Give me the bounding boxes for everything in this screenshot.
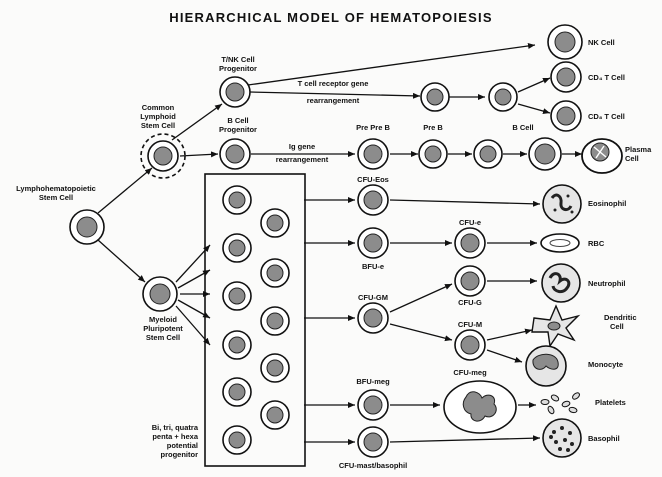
t-cell-stage-1 xyxy=(421,83,449,111)
platelets xyxy=(541,392,581,415)
arrow-cfugm-to-cfum xyxy=(390,324,452,340)
arrow-cfumast-to-basophil xyxy=(390,438,540,442)
nk-cell xyxy=(548,25,582,59)
box-cell xyxy=(223,186,251,214)
cfu-m-cell xyxy=(455,330,485,360)
cfu-mast-cell xyxy=(358,427,388,457)
dendritic-cell xyxy=(532,306,578,346)
label-cfu-m: CFU-M xyxy=(458,320,482,329)
label-cd8: CD₈ T Cell xyxy=(588,112,625,121)
b-progenitor-cell xyxy=(220,139,250,169)
cfu-e-cell xyxy=(455,228,485,258)
multipotent-progenitor-box xyxy=(205,174,305,466)
box-cell xyxy=(223,282,251,310)
label-cfu-e: CFU-e xyxy=(459,218,481,227)
label-basophil: Basophil xyxy=(588,434,620,443)
label-bfu-meg: BFU-meg xyxy=(356,377,390,386)
tnk-progenitor-cell xyxy=(220,77,250,107)
box-cell xyxy=(261,401,289,429)
diagram-title: HIERARCHICAL MODEL OF HEMATOPOIESIS xyxy=(169,10,492,25)
pre-pre-b-cell xyxy=(358,139,388,169)
arrow-t2-to-cd4 xyxy=(518,78,550,92)
bfu-meg-cell xyxy=(358,390,388,420)
eosinophil-cell xyxy=(543,185,581,223)
monocyte-cell xyxy=(526,346,566,386)
box-cell xyxy=(261,259,289,287)
common-lymphoid-stem-cell xyxy=(141,134,185,178)
label-cd4: CD₄ T Cell xyxy=(588,73,625,82)
b-cell xyxy=(529,138,561,170)
box-cell xyxy=(223,426,251,454)
label-pre-pre-b: Pre Pre B xyxy=(356,123,390,132)
label-neutrophil: Neutrophil xyxy=(588,279,626,288)
bfu-e-cell xyxy=(358,228,388,258)
myeloid-stem-cell xyxy=(143,277,177,311)
megakaryocyte xyxy=(444,381,516,433)
t-cell-stage-2 xyxy=(489,83,517,111)
label-eosinophil: Eosinophil xyxy=(588,199,626,208)
cfu-eos-cell xyxy=(358,185,388,215)
neutrophil-cell xyxy=(542,264,580,302)
box-cell xyxy=(223,331,251,359)
arrow-lympho-to-myeloid xyxy=(98,240,145,282)
arrow-common-to-tnk xyxy=(172,104,222,140)
label-rbc: RBC xyxy=(588,239,605,248)
arrow-cfugm-to-cfug xyxy=(390,284,452,312)
box-cell xyxy=(261,307,289,335)
cfu-gm-cell xyxy=(358,303,388,333)
label-nk-cell: NK Cell xyxy=(588,38,615,47)
box-cell xyxy=(261,354,289,382)
basophil-cell xyxy=(543,419,581,457)
box-cells xyxy=(223,186,289,454)
plasma-cell xyxy=(582,139,622,173)
box-cell xyxy=(223,234,251,262)
box-cell xyxy=(223,378,251,406)
pre-b-cell xyxy=(419,140,447,168)
arrow-cfum-to-dendritic xyxy=(487,330,532,340)
lympho-stem-cell xyxy=(70,210,104,244)
label-pre-b: Pre B xyxy=(423,123,443,132)
b-cell-intermediate xyxy=(474,140,502,168)
cfu-g-cell xyxy=(455,266,485,296)
cd8-t-cell xyxy=(551,101,581,131)
label-cfu-mast: CFU-mast/basophil xyxy=(339,461,407,470)
label-cfu-eos: CFU-Eos xyxy=(357,175,389,184)
label-platelets: Platelets xyxy=(595,398,626,407)
label-cfu-meg: CFU-meg xyxy=(453,368,487,377)
arrow-cfueos-to-eosinophil xyxy=(390,200,540,204)
label-b-cell: B Cell xyxy=(512,123,533,132)
label-cfu-gm: CFU-GM xyxy=(358,293,388,302)
arrow-t2-to-cd8 xyxy=(518,104,550,113)
label-monocyte: Monocyte xyxy=(588,360,623,369)
rbc-cell xyxy=(541,234,579,252)
arrow-lympho-to-common xyxy=(98,168,152,213)
label-bfu-e: BFU-e xyxy=(362,262,384,271)
arrow-tnk-to-nk xyxy=(248,45,535,85)
box-cell xyxy=(261,209,289,237)
arrow-cfum-to-monocyte xyxy=(487,350,522,362)
label-cfu-g: CFU-G xyxy=(458,298,482,307)
cd4-t-cell xyxy=(551,62,581,92)
